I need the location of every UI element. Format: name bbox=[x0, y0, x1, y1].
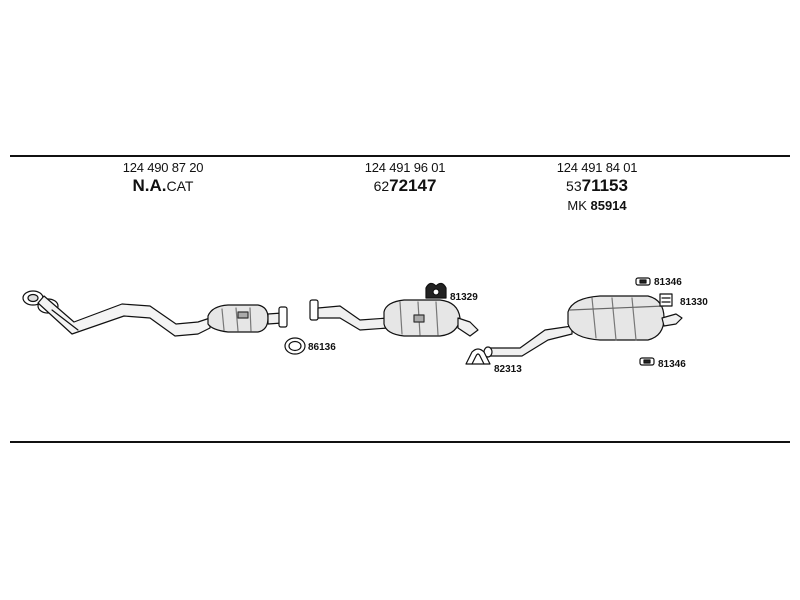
clamp-82313 bbox=[465, 348, 491, 365]
part-number: 124 490 87 20 bbox=[122, 160, 204, 175]
part-code: N.A.CAT bbox=[73, 176, 253, 196]
part-code-main: 72147 bbox=[389, 176, 437, 195]
rear-silencer-assembly bbox=[483, 295, 683, 358]
callout-86136: 86136 bbox=[308, 342, 336, 353]
middle-silencer-assembly bbox=[309, 299, 479, 337]
rubber-mount-81329 bbox=[425, 282, 447, 299]
section-front-pipe-header: 124 490 87 20 N.A.CAT bbox=[73, 160, 253, 196]
callout-82313: 82313 bbox=[494, 364, 522, 375]
inlet-flange bbox=[309, 299, 319, 321]
top-divider-line bbox=[10, 155, 790, 157]
mounting-kit-code: MK 85914 bbox=[507, 198, 687, 213]
tail-pipe bbox=[661, 313, 683, 327]
part-number: 124 491 96 01 bbox=[364, 160, 446, 175]
rear-silencer-body bbox=[567, 295, 665, 341]
rubber-mount-81346-top bbox=[635, 277, 651, 286]
part-code: 5371153 bbox=[507, 176, 687, 196]
mk-prefix: MK bbox=[567, 198, 587, 213]
rubber-mount-81346-bottom bbox=[639, 357, 655, 366]
mk-code: 85914 bbox=[590, 198, 627, 213]
part-code-main: 71153 bbox=[581, 176, 628, 195]
outlet-flange bbox=[278, 306, 288, 328]
bottom-divider-line bbox=[10, 441, 790, 443]
part-number: 124 491 84 01 bbox=[556, 160, 638, 175]
callout-81346-top: 81346 bbox=[654, 277, 682, 288]
part-code: 6272147 bbox=[315, 176, 495, 196]
part-code-prefix: 53 bbox=[566, 178, 582, 194]
section-middle-silencer-header: 124 491 96 01 6272147 bbox=[315, 160, 495, 196]
part-code-prefix: 62 bbox=[373, 178, 390, 194]
rear-pipe bbox=[489, 325, 573, 357]
ring-gasket-86136 bbox=[284, 337, 306, 355]
front-pipe-with-catalyst bbox=[22, 290, 288, 337]
callout-81330: 81330 bbox=[680, 297, 708, 308]
twin-downpipe bbox=[37, 295, 211, 337]
rubber-mount-81330 bbox=[659, 293, 673, 307]
part-code-suffix: CAT bbox=[166, 178, 194, 194]
callout-81329: 81329 bbox=[450, 292, 478, 303]
part-code-main: N.A. bbox=[132, 176, 167, 195]
section-rear-silencer-header: 124 491 84 01 5371153 MK 85914 bbox=[507, 160, 687, 213]
callout-81346-bottom: 81346 bbox=[658, 359, 686, 370]
